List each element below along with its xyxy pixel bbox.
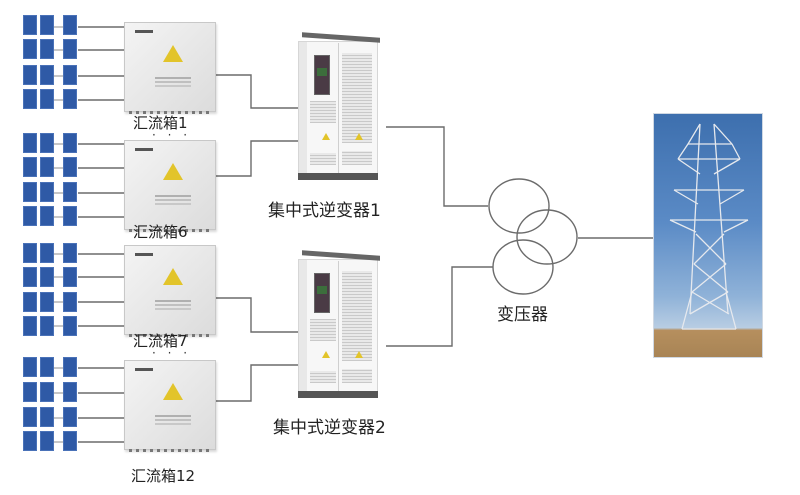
box7-to-inverter2-wire bbox=[216, 297, 300, 333]
control-panel-icon bbox=[314, 273, 330, 313]
transformer-label: 变压器 bbox=[497, 305, 548, 325]
central-inverter-1 bbox=[292, 32, 380, 183]
combiner-box-12 bbox=[124, 360, 216, 452]
warning-icon bbox=[163, 45, 183, 62]
combiner-box-label: 汇流箱12 bbox=[131, 467, 196, 485]
string-wire bbox=[78, 367, 124, 443]
string-wire bbox=[78, 253, 124, 327]
transformer-icon bbox=[488, 178, 578, 295]
warning-icon bbox=[163, 163, 183, 180]
combiner-box-label: 汇流箱6 bbox=[133, 223, 188, 241]
panel-link bbox=[52, 26, 63, 443]
transmission-tower-icon bbox=[653, 113, 763, 358]
string-wire bbox=[78, 26, 124, 101]
warning-icon bbox=[163, 383, 183, 400]
tower-structure bbox=[669, 123, 749, 330]
combiner-box-label: 汇流箱1 bbox=[133, 114, 188, 132]
warning-icon bbox=[322, 351, 330, 358]
combiner-box-1 bbox=[124, 22, 216, 114]
inverter-label: 集中式逆变器1 bbox=[268, 201, 381, 221]
box12-to-inverter2-wire bbox=[216, 364, 300, 402]
string-wire bbox=[78, 143, 124, 218]
control-panel-icon bbox=[314, 55, 330, 95]
central-inverter-2 bbox=[292, 250, 380, 401]
inverter1-to-transformer-wire bbox=[386, 126, 488, 207]
inverter-label: 集中式逆变器2 bbox=[273, 418, 386, 438]
warning-icon bbox=[355, 133, 363, 140]
combiner-box-7 bbox=[124, 245, 216, 337]
combiner-box-label: 汇流箱7 bbox=[133, 332, 188, 350]
box1-to-inverter1-wire bbox=[216, 74, 300, 109]
inverter2-to-transformer-wire bbox=[386, 266, 493, 347]
warning-icon bbox=[355, 351, 363, 358]
ellipsis-indicator: · · · bbox=[152, 128, 192, 142]
warning-icon bbox=[322, 133, 330, 140]
ellipsis-indicator: · · · bbox=[152, 346, 192, 360]
box6-to-inverter1-wire bbox=[216, 140, 300, 177]
combiner-box-6 bbox=[124, 140, 216, 232]
warning-icon bbox=[163, 268, 183, 285]
